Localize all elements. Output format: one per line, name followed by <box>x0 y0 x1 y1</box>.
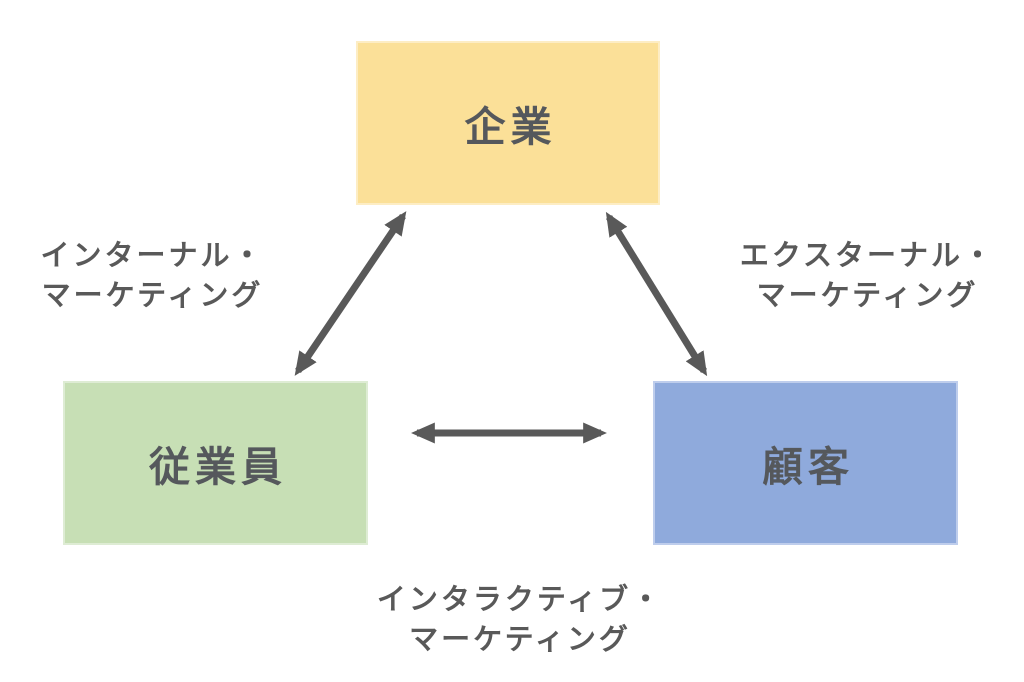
internal-marketing-arrow <box>294 211 407 376</box>
interactive-marketing-label: インタラクティブ・ マーケティング <box>330 580 710 660</box>
customer-node-label: 顧客 <box>762 444 854 490</box>
company-node: 企業 <box>356 41 660 205</box>
internal-marketing-label-line1: インターナル・ <box>40 240 265 272</box>
interactive-marketing-label-line2: マーケティング <box>409 624 631 657</box>
interactive-marketing-label-line1: インタラクティブ・ <box>376 584 664 616</box>
external-marketing-label: エクスターナル・ マーケティング <box>715 236 1020 316</box>
internal-marketing-label-line2: マーケティング <box>41 280 264 313</box>
internal-marketing-label: インターナル・ マーケティング <box>5 236 300 316</box>
external-marketing-arrow <box>605 211 708 377</box>
external-marketing-label-line2: マーケティング <box>756 280 979 313</box>
employee-node: 従業員 <box>63 381 368 545</box>
company-node-label: 企業 <box>464 104 557 150</box>
external-marketing-label-line1: エクスターナル・ <box>739 240 996 272</box>
customer-node: 顧客 <box>653 381 958 545</box>
employee-node-label: 従業員 <box>149 444 287 490</box>
